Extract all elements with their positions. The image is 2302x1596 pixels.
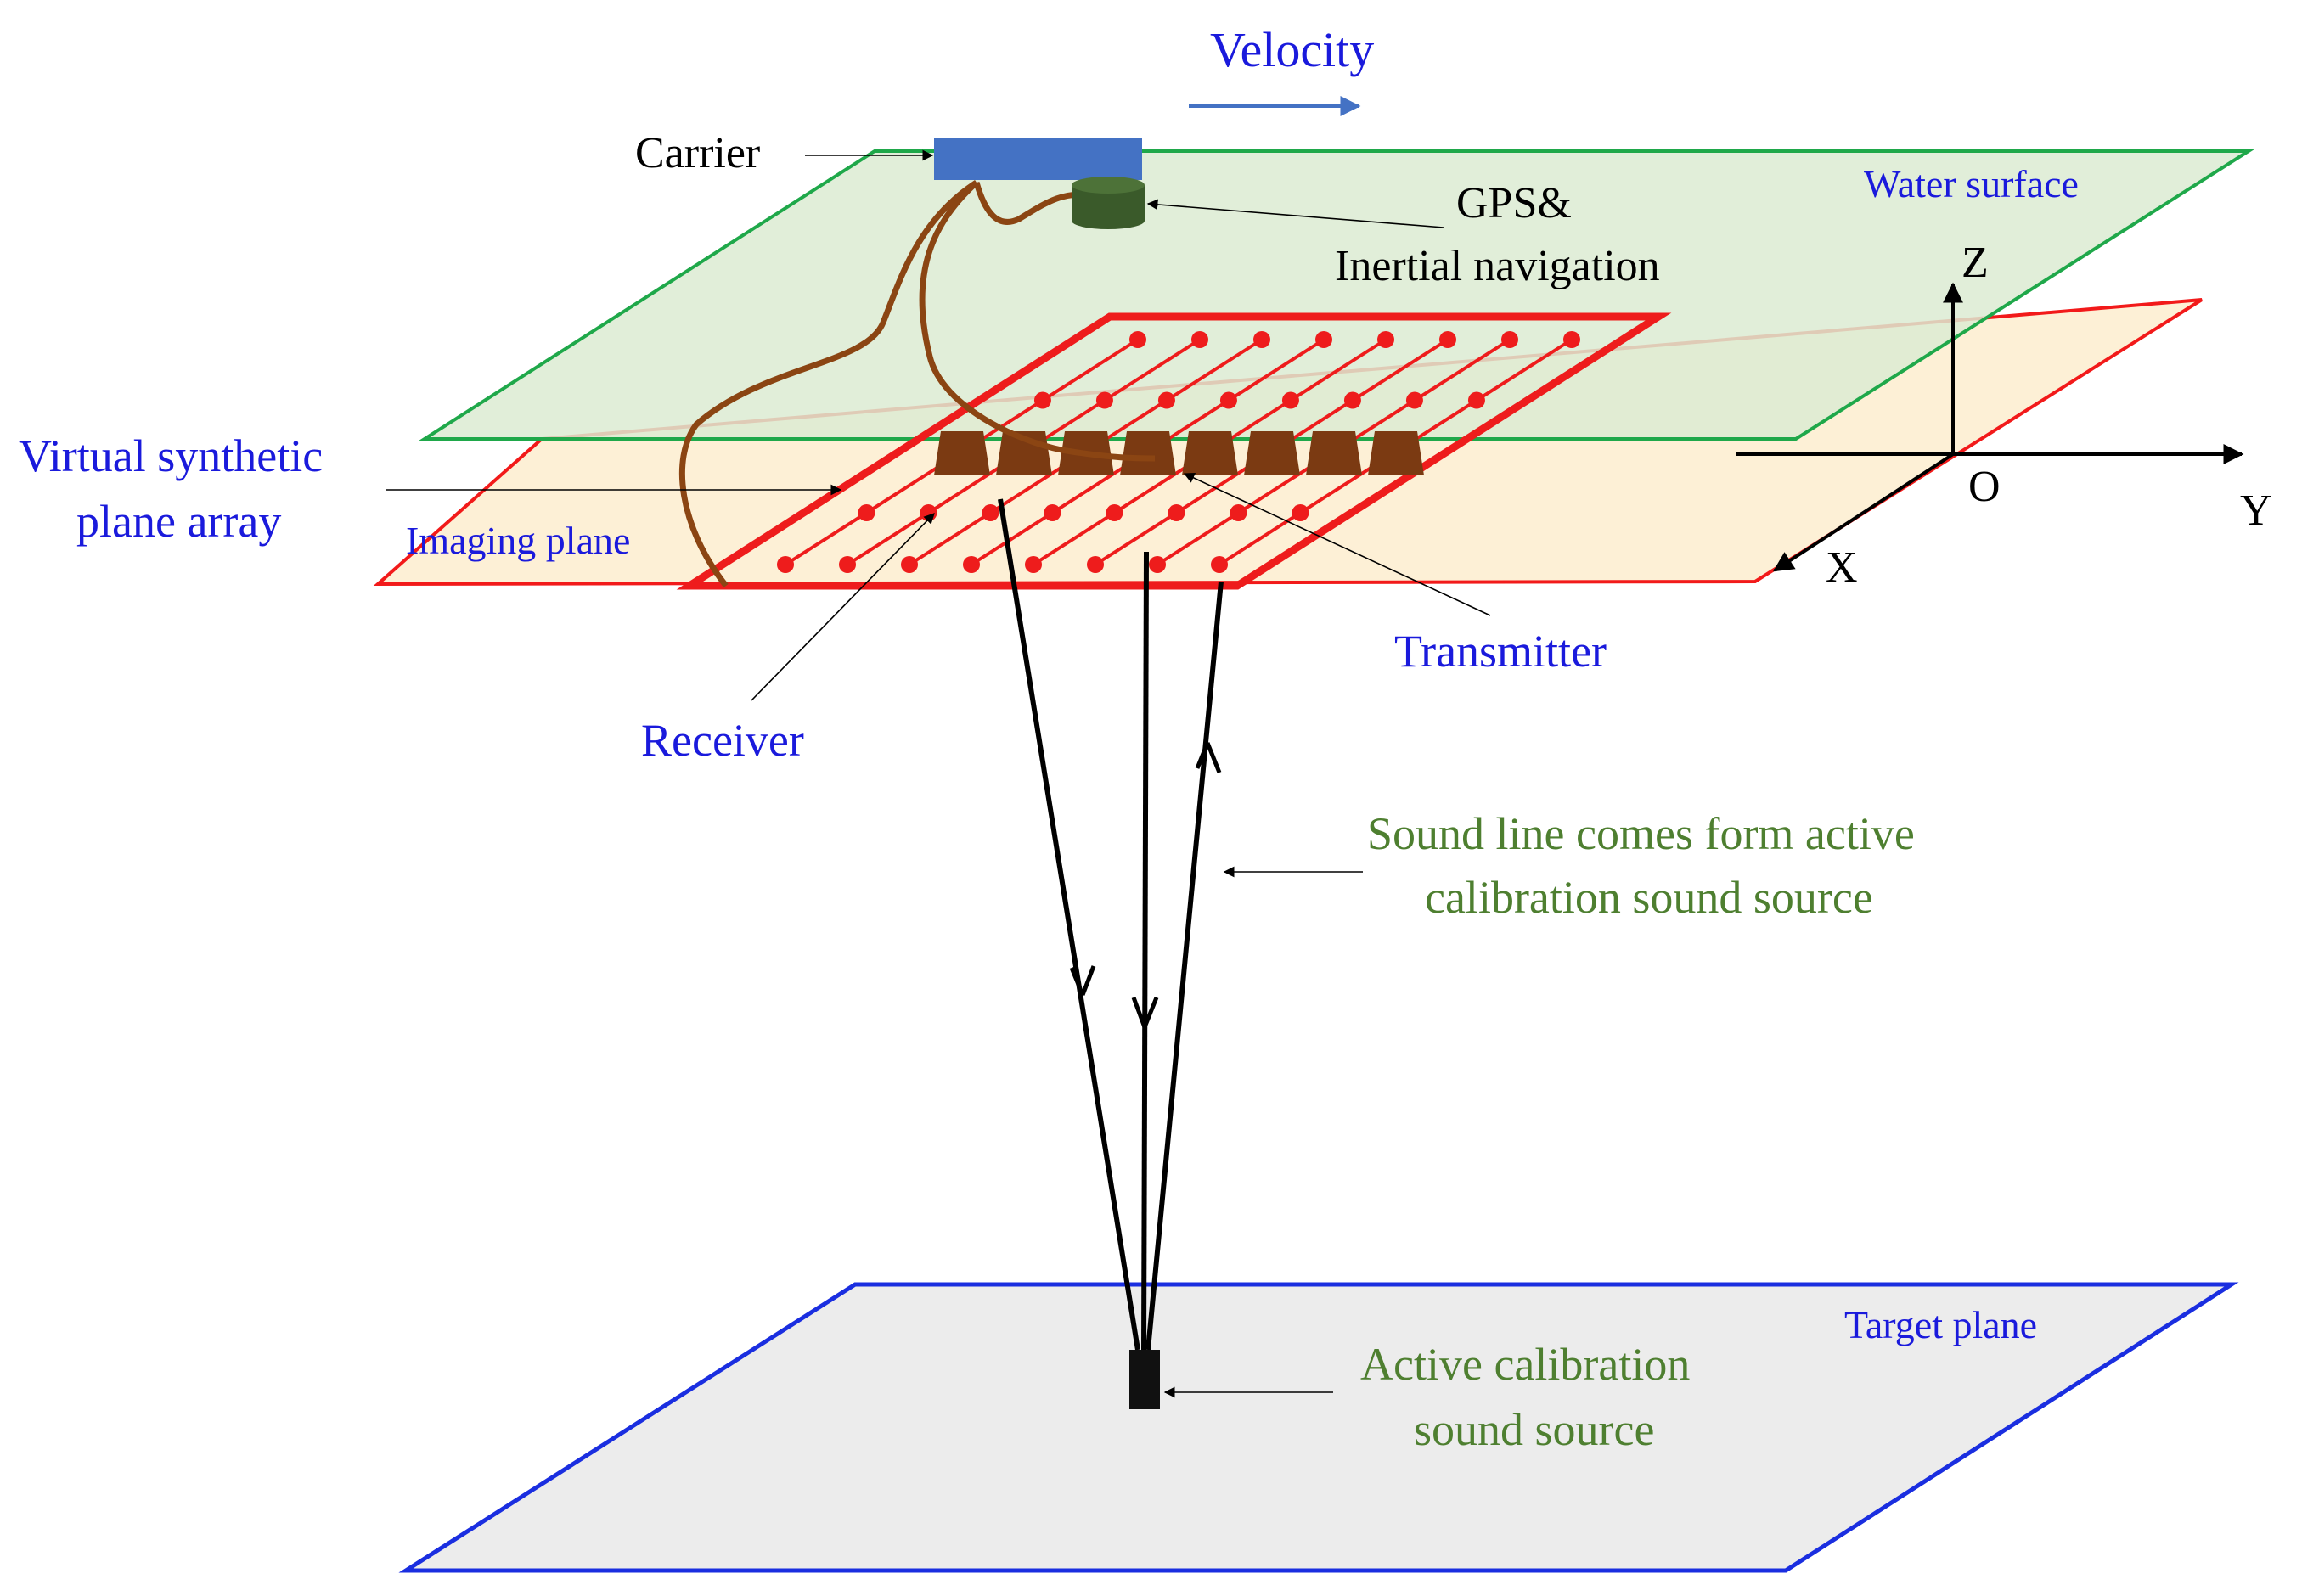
carrier-label: Carrier <box>635 129 760 177</box>
imaging-plane-label: Imaging plane <box>406 519 630 562</box>
receiver-element <box>1439 331 1456 348</box>
virtual-array-frame <box>676 312 1672 590</box>
water-surface-plane <box>419 149 2254 441</box>
receiver-element <box>1501 331 1518 348</box>
receiver-element <box>901 556 918 573</box>
receiver-element <box>1377 331 1394 348</box>
receiver-element <box>1211 556 1228 573</box>
carrier-box-icon <box>934 138 1142 180</box>
coordinate-axes <box>1736 282 2244 572</box>
receiver-element <box>1315 331 1332 348</box>
receiver-element <box>1157 391 1175 409</box>
target-plane <box>398 1282 2239 1573</box>
transmitter-element <box>1368 431 1424 475</box>
axis-x-label: X <box>1826 543 1858 592</box>
receiver-element <box>839 556 856 573</box>
receiver-element <box>777 556 794 573</box>
receiver-element <box>963 556 980 573</box>
receiver-element <box>1033 391 1051 409</box>
receiver-element <box>1405 391 1423 409</box>
receiver-element <box>1095 391 1113 409</box>
target-plane-label: Target plane <box>1844 1303 2037 1346</box>
axis-origin-label: O <box>1968 463 2001 511</box>
velocity-label: Velocity <box>1210 22 1374 77</box>
active-source-label-line2: sound source <box>1414 1404 1654 1455</box>
receiver-element <box>1025 556 1042 573</box>
receiver-element <box>1129 331 1146 348</box>
gps-label-line2: Inertial navigation <box>1335 242 1660 290</box>
receiver-element <box>1467 391 1485 409</box>
water-surface-label: Water surface <box>1864 162 2079 205</box>
receiver-element <box>1106 504 1123 522</box>
transmitter-element <box>1182 431 1238 475</box>
transmitter-element <box>934 431 990 475</box>
receiver-element <box>1087 556 1104 573</box>
transmitter-element <box>1244 431 1300 475</box>
sound-line-label-line1: Sound line comes form active <box>1367 808 1915 859</box>
transmitter-element <box>1120 431 1176 475</box>
receiver-element <box>1168 504 1185 522</box>
receiver-element <box>1044 504 1061 522</box>
gps-label-line1: GPS& <box>1456 179 1572 228</box>
active-source-label-line1: Active calibration <box>1360 1339 1690 1390</box>
cable-middle <box>919 180 1156 462</box>
receiver-label: Receiver <box>641 715 804 766</box>
receiver-element <box>1281 391 1299 409</box>
receiver-element <box>1563 331 1580 348</box>
receiver-element <box>858 504 875 522</box>
axis-z-label: Z <box>1961 239 1989 287</box>
receiver-element <box>1149 556 1166 573</box>
receiver-element <box>1292 504 1309 522</box>
gps-cylinder-icon <box>1072 177 1145 229</box>
receiver-element <box>1219 391 1237 409</box>
sound-line-label-line2: calibration sound source <box>1425 872 1873 923</box>
transmitter-label: Transmitter <box>1394 626 1607 677</box>
sound-source-icon <box>1129 1350 1160 1409</box>
cable-gps <box>973 182 1092 225</box>
cable-left <box>679 180 978 588</box>
receiver-element <box>1230 504 1247 522</box>
transmitter-element <box>1306 431 1362 475</box>
receiver-element <box>1343 391 1361 409</box>
virtual-array-label-line1: Virtual synthetic <box>19 430 323 481</box>
axis-y-label: Y <box>2240 486 2272 535</box>
sound-lines <box>998 498 1224 1351</box>
leader-lines <box>386 149 1491 1398</box>
receiver-element <box>1191 331 1208 348</box>
virtual-array-label-line2: plane array <box>76 496 281 547</box>
receiver-element <box>1253 331 1270 348</box>
receiver-element <box>982 504 999 522</box>
